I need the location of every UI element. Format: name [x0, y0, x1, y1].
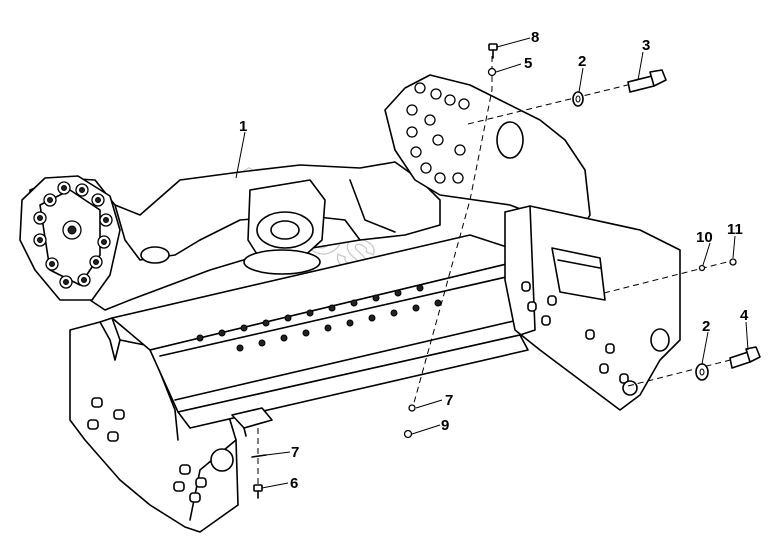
callout-leaders	[235, 37, 749, 489]
callout-4: 4	[740, 307, 749, 324]
nut-9	[403, 429, 413, 439]
callout-7-lower: 7	[291, 444, 299, 461]
callout-5: 5	[524, 55, 532, 72]
main-beam	[111, 234, 529, 437]
bolt-8	[488, 43, 498, 59]
callout-2-top: 2	[578, 53, 586, 70]
right-bracket-holes	[521, 281, 638, 396]
washer-2-bottom	[695, 363, 709, 381]
callout-2-bottom: 2	[702, 318, 710, 335]
callout-1: 1	[239, 118, 247, 135]
callout-3: 3	[642, 37, 650, 54]
callout-9: 9	[441, 417, 449, 434]
washer-10	[698, 264, 706, 272]
callout-labels: 1 2 2 3 4 5 6 7 7 8 9 10 11	[239, 29, 749, 492]
right-upper-plate	[384, 74, 591, 233]
beam-rivets-row-2	[236, 299, 442, 352]
upper-cradle-frame	[29, 161, 441, 311]
bolt-6	[253, 484, 263, 499]
callout-10: 10	[696, 229, 713, 246]
bolt-4	[729, 346, 761, 369]
nut-5	[487, 67, 497, 77]
beam-rivets-row-1	[196, 284, 424, 342]
left-bolted-flange	[19, 175, 121, 301]
callout-11: 11	[727, 221, 743, 238]
left-mounting-bracket	[69, 317, 239, 533]
left-bracket-holes	[87, 397, 234, 503]
right-upper-plate-bolts	[406, 82, 470, 184]
nut-11	[729, 258, 737, 266]
left-flange-bolts	[33, 181, 113, 289]
callout-8: 8	[531, 29, 539, 46]
bolt-3	[627, 69, 667, 93]
washer-7-lower	[251, 454, 267, 458]
right-lower-bracket	[504, 205, 681, 411]
callout-7-center: 7	[445, 392, 453, 409]
fastener-leader-lines	[257, 56, 747, 495]
fasteners	[251, 43, 761, 499]
callout-6: 6	[290, 475, 298, 492]
washer-2-top	[572, 91, 584, 107]
washer-7-center	[408, 404, 416, 412]
